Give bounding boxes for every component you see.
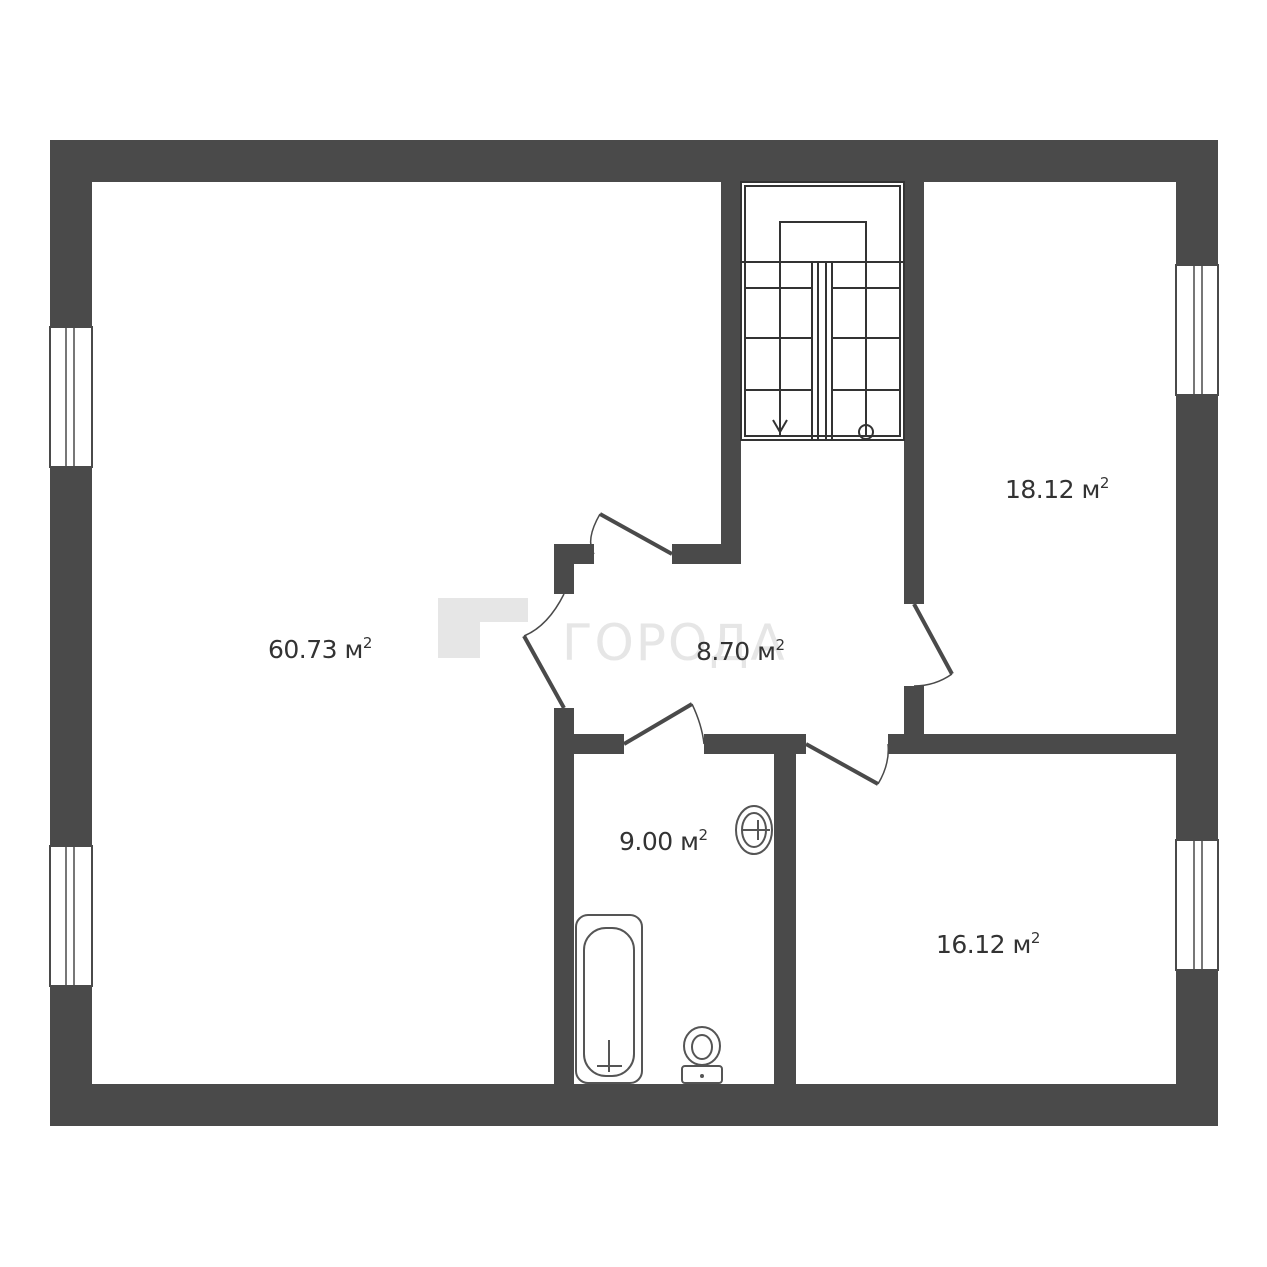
room-area-bedroom-bottom-right: 16.12 м2 <box>936 929 1040 959</box>
door-bathroom <box>622 702 705 746</box>
door-living-left <box>522 593 566 709</box>
bathroom-fixtures <box>575 805 773 1084</box>
bathtub-icon <box>575 914 643 1084</box>
window-left-lower <box>49 845 93 987</box>
sink-icon <box>735 805 773 855</box>
windows <box>49 264 1219 987</box>
window-right-upper <box>1175 264 1219 396</box>
room-labels: 60.73 м2 8.70 м2 18.12 м2 9.00 м2 16.12 … <box>268 474 1109 959</box>
toilet-icon <box>681 1026 723 1084</box>
staircase <box>740 181 905 441</box>
room-area-bathroom: 9.00 м2 <box>619 826 708 856</box>
stair-start-icon <box>858 424 874 440</box>
watermark-text: ГОРОДА <box>562 614 787 672</box>
window-left-upper <box>49 326 93 468</box>
door-bedroom-upper <box>912 603 954 687</box>
watermark-logo-icon <box>438 598 528 658</box>
interior-walls <box>554 182 1176 1084</box>
window-right-lower <box>1175 839 1219 971</box>
watermark: ГОРОДА <box>438 598 787 672</box>
room-area-bedroom-top-right: 18.12 м2 <box>1005 474 1109 504</box>
room-area-living: 60.73 м2 <box>268 634 372 664</box>
doors <box>522 512 954 786</box>
door-bedroom-lower <box>805 742 890 786</box>
door-living-upper <box>589 512 673 556</box>
room-area-hall: 8.70 м2 <box>696 636 785 666</box>
